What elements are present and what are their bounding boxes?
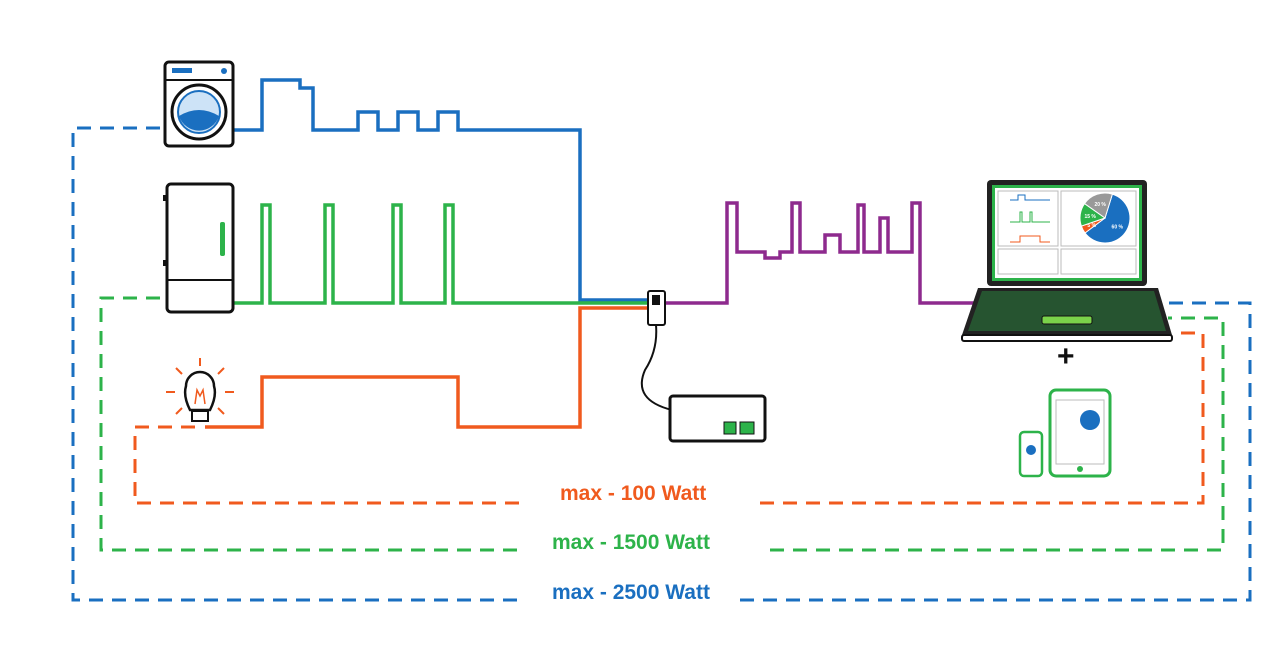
pie-slice-label: 5 % <box>1087 223 1096 229</box>
fridge-power-signal <box>233 203 648 305</box>
lamp-power-signal <box>205 306 648 429</box>
limit-label-1500w: max - 1500 Watt <box>552 531 710 554</box>
pie-slice-label: 15 % <box>1084 214 1096 220</box>
washing-machine-icon <box>163 60 235 148</box>
dashboard-pie-chart: 60 % 5 % 15 % 20 % <box>1079 192 1131 244</box>
fridge-icon <box>163 182 235 314</box>
phone-icon <box>1018 430 1044 478</box>
laptop-icon: 60 % 5 % 15 % 20 % <box>961 180 1173 342</box>
limit-loop-1500 <box>99 296 1225 552</box>
light-bulb-icon <box>166 358 234 422</box>
pie-slice <box>1083 192 1114 219</box>
pie-slice-label: 60 % <box>1112 225 1124 231</box>
washer-power-signal <box>233 78 648 302</box>
plus-sign: + <box>1057 340 1075 373</box>
smart-plug-sensor-icon <box>640 290 673 411</box>
limit-loop-100 <box>133 331 1205 505</box>
tablet-icon <box>1048 388 1112 478</box>
limit-loop-2500 <box>71 126 1252 602</box>
gateway-hub-icon <box>668 394 767 443</box>
pie-slice <box>1084 193 1131 244</box>
limit-label-100w: max - 100 Watt <box>560 482 707 505</box>
pie-slice-label: 20 % <box>1094 202 1106 208</box>
limit-label-2500w: max - 2500 Watt <box>552 581 710 604</box>
total-power-signal <box>665 201 978 305</box>
